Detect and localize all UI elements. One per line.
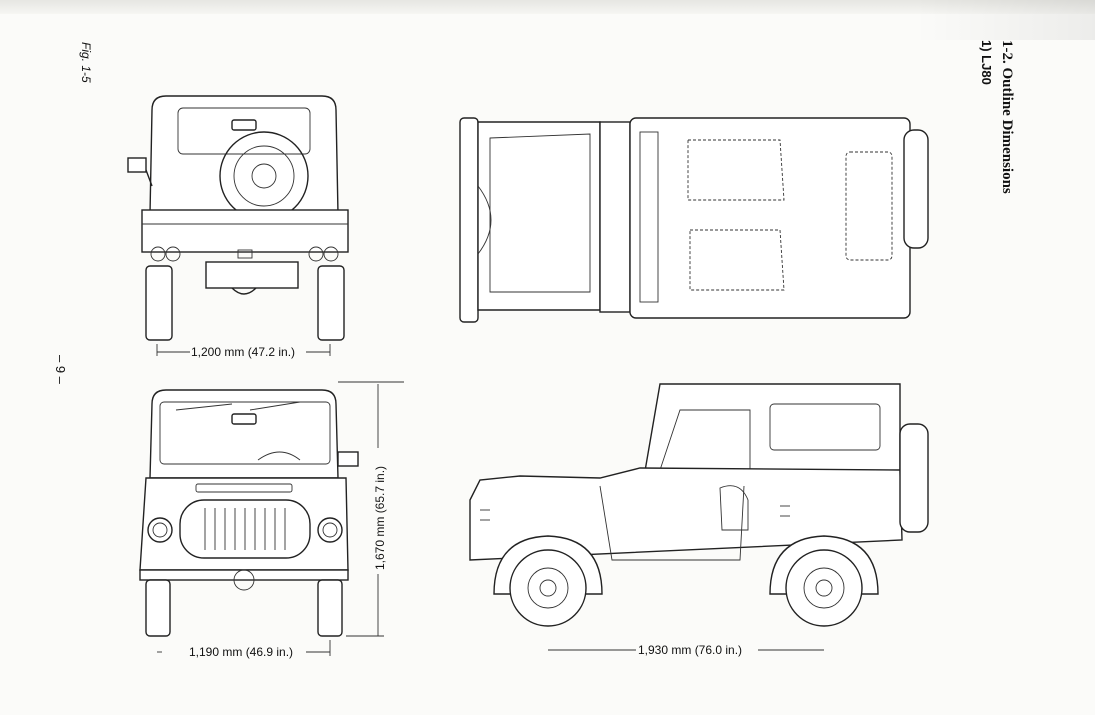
figure-label: Fig. 1-5 bbox=[79, 42, 93, 83]
front-track-dimension: 1,190 mm (46.9 in.) bbox=[157, 640, 331, 659]
front-track-label: 1,190 mm (46.9 in.) bbox=[189, 645, 293, 659]
wheelbase-label: 1,930 mm (76.0 in.) bbox=[638, 643, 742, 657]
rear-track-dimension: 1,200 mm (47.2 in.) bbox=[156, 344, 331, 359]
top-view bbox=[459, 117, 929, 323]
wheelbase-dimension: 1,930 mm (76.0 in.) bbox=[548, 643, 824, 657]
rear-view bbox=[127, 95, 349, 341]
page-number: – 9 – bbox=[53, 355, 68, 385]
rear-track-label: 1,200 mm (47.2 in.) bbox=[191, 345, 295, 359]
section-title: 1-2. Outline Dimensions bbox=[999, 40, 1015, 194]
section-subtitle: 1) LJ80 bbox=[979, 40, 994, 85]
scan-top-edge bbox=[0, 0, 1095, 14]
height-label: 1,670 mm (65.7 in.) bbox=[373, 466, 387, 570]
scan-shadow bbox=[915, 0, 1095, 40]
front-view bbox=[139, 389, 359, 637]
height-dimension: 1,670 mm (65.7 in.) bbox=[338, 381, 404, 637]
side-view bbox=[469, 383, 929, 627]
